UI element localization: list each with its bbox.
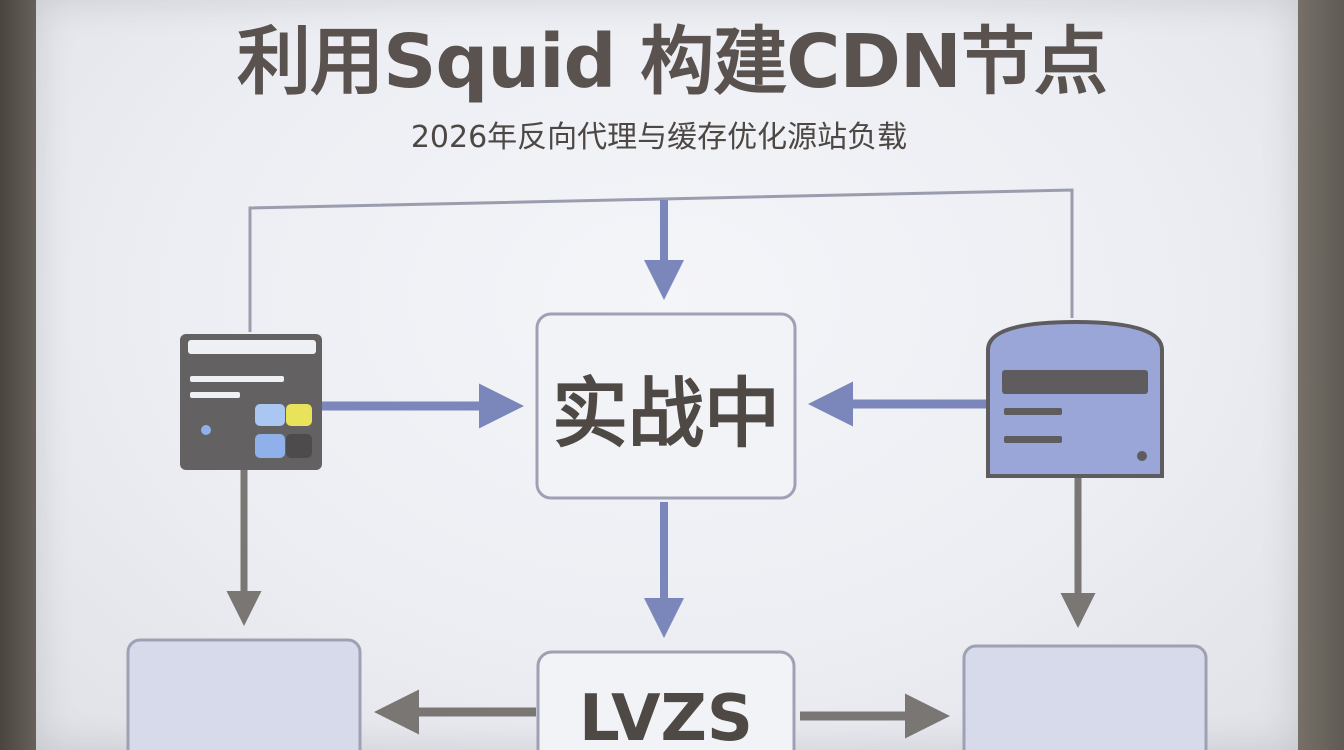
server-icon — [986, 319, 1164, 478]
bottom-node: LVZS — [536, 650, 796, 750]
top-connector-line — [248, 188, 1074, 332]
center-node-label: 实战中 — [552, 369, 780, 458]
bottom-right-node — [962, 644, 1208, 750]
browser-window-icon — [180, 334, 322, 470]
slide-title: 利用Squid 构建CDN节点 — [237, 19, 1108, 105]
center-node: 实战中 — [535, 312, 797, 500]
slide-subtitle: 2026年反向代理与缓存优化源站负载 — [410, 120, 908, 155]
bottom-node-label: LVZS — [579, 682, 753, 750]
bottom-left-node — [126, 638, 362, 750]
